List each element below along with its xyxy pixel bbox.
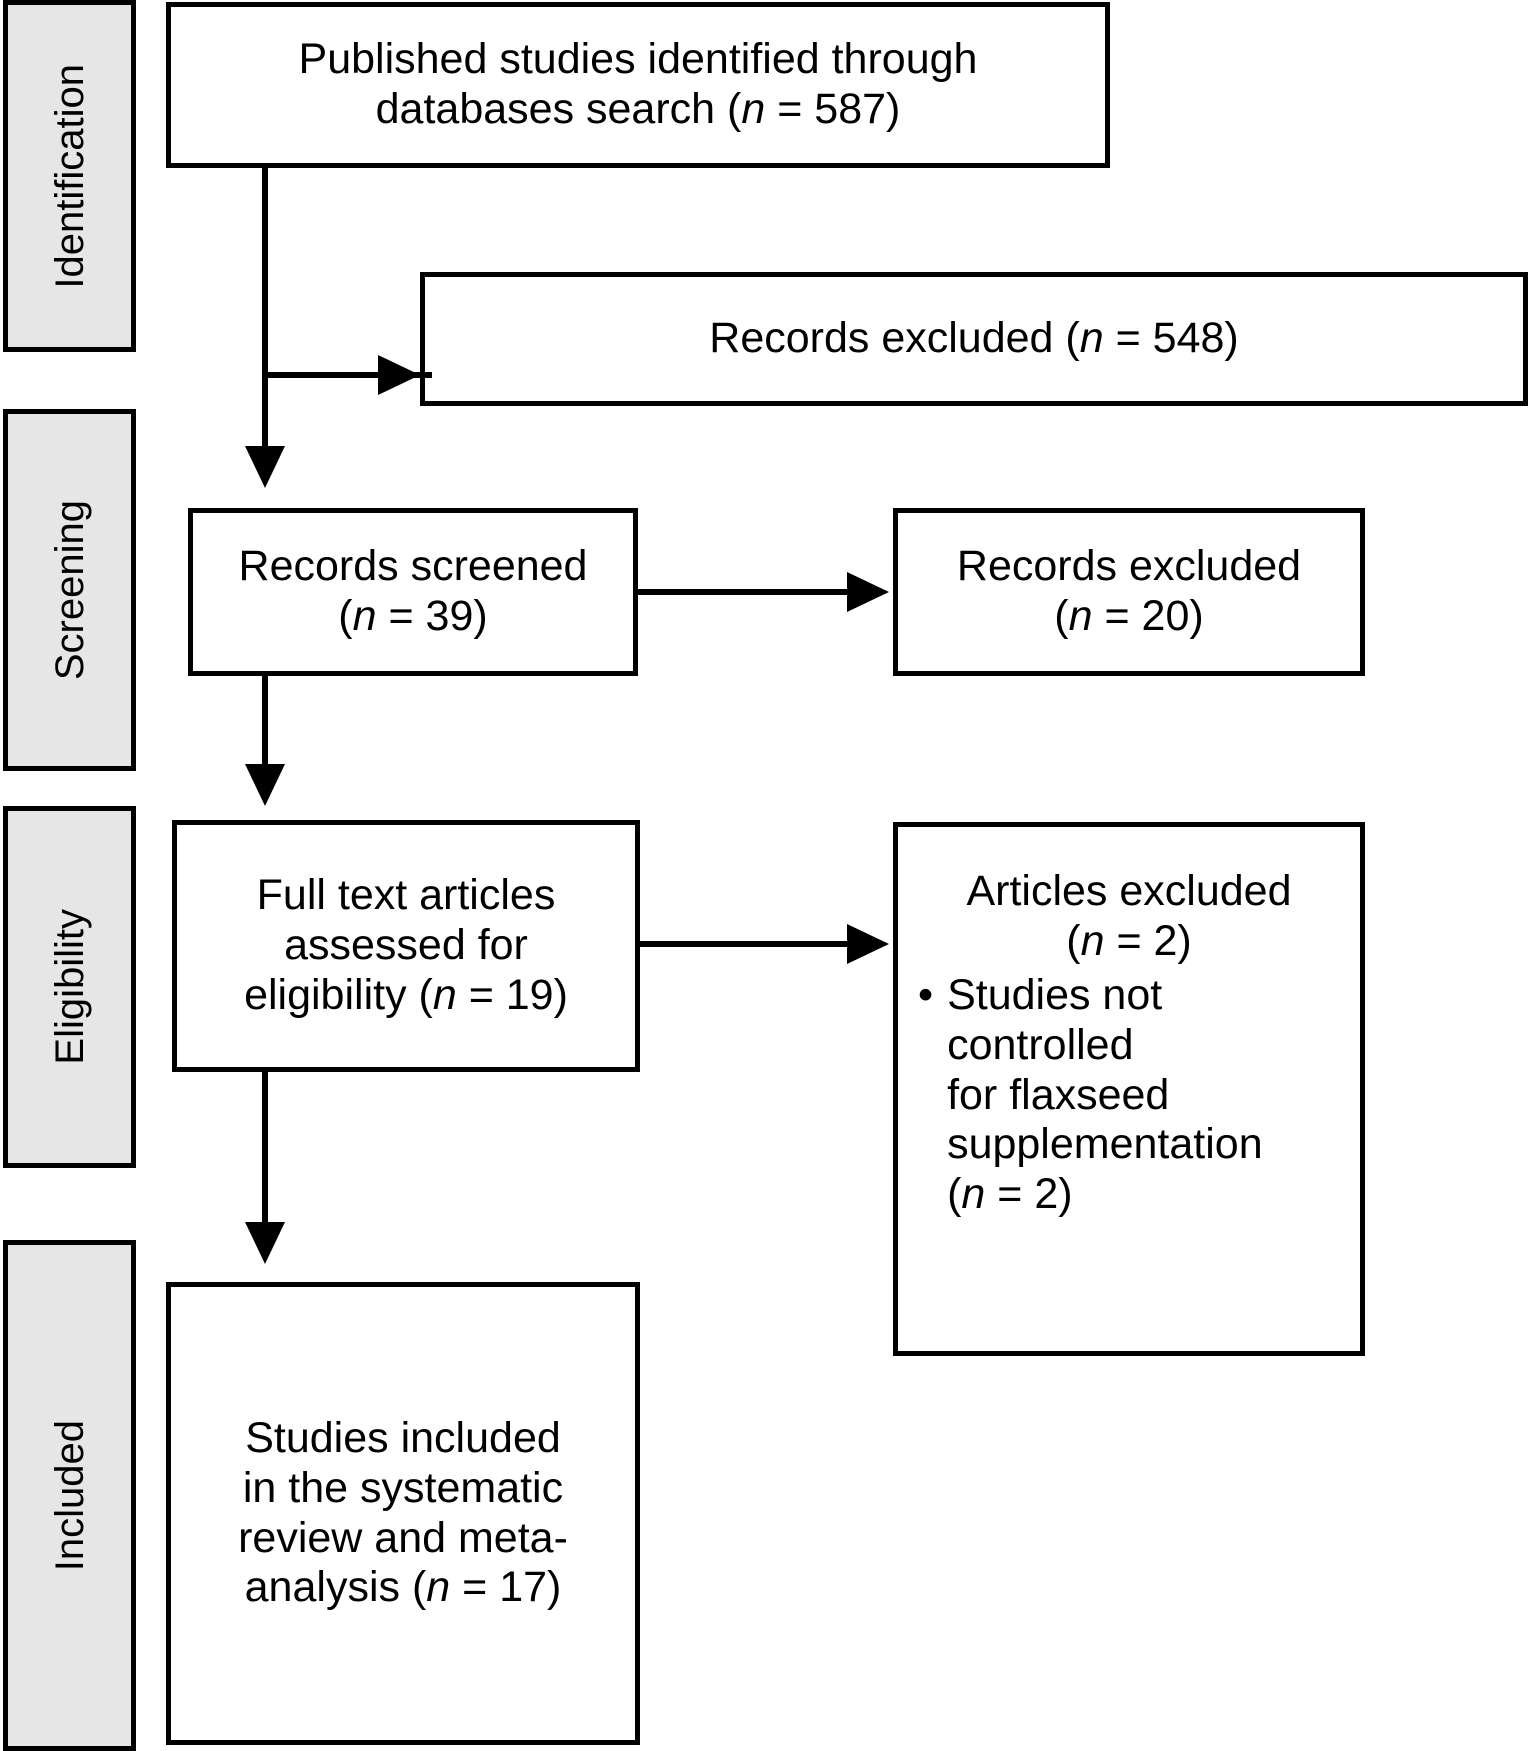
connector-screened-to-fulltext-line bbox=[262, 676, 268, 786]
node-studies-included-text: Studies included in the systematic revie… bbox=[181, 1414, 625, 1614]
connector-identified-to-excluded-1-line bbox=[262, 372, 432, 378]
bullet-line-5: (n = 2) bbox=[947, 1170, 1073, 1219]
bullet-dot-icon: • bbox=[918, 970, 934, 1019]
arrow-right-icon-to-excluded-1 bbox=[378, 355, 420, 395]
stage-label-included: Included bbox=[3, 1240, 136, 1751]
node-records-screened-line-1: Records screened bbox=[238, 542, 588, 591]
node-full-text-assessed: Full text articles assessed for eligibil… bbox=[172, 820, 640, 1072]
stage-label-eligibility-text: Eligibility bbox=[47, 909, 92, 1065]
stage-label-screening: Screening bbox=[3, 409, 136, 771]
arrow-down-icon-to-included bbox=[245, 1222, 285, 1264]
node-records-excluded-screening-text: Records excluded (n = 20) bbox=[908, 542, 1350, 642]
stage-label-included-text: Included bbox=[47, 1419, 92, 1572]
node-records-screened: Records screened (n = 39) bbox=[188, 508, 638, 676]
node-studies-included-line-1: Studies included bbox=[245, 1413, 561, 1462]
stage-label-identification: Identification bbox=[3, 0, 136, 352]
node-records-excluded-screening: Records excluded (n = 20) bbox=[893, 508, 1365, 676]
node-articles-excluded-eligibility-heading-line-1: Articles excluded bbox=[966, 867, 1292, 915]
bullet-line-4: supplementation bbox=[947, 1120, 1263, 1169]
connector-screened-to-excluded-2-line bbox=[638, 589, 858, 595]
node-records-excluded-identification-line-1: Records excluded (n = 548) bbox=[709, 314, 1239, 363]
connector-fulltext-to-included-line bbox=[262, 1072, 268, 1240]
node-full-text-assessed-text: Full text articles assessed for eligibil… bbox=[187, 871, 625, 1021]
node-articles-excluded-eligibility-bullet-item: • Studies not controlled for flaxseed su… bbox=[908, 971, 1350, 1220]
arrow-right-icon-to-excluded-3 bbox=[847, 924, 889, 964]
node-records-identified-text: Published studies identified through dat… bbox=[181, 35, 1095, 135]
node-full-text-assessed-line-3: eligibility (n = 19) bbox=[244, 970, 568, 1019]
arrow-down-icon-to-screened bbox=[245, 446, 285, 488]
node-articles-excluded-eligibility: Articles excluded (n = 2) • Studies not … bbox=[893, 822, 1365, 1356]
node-records-excluded-identification-text: Records excluded (n = 548) bbox=[435, 314, 1513, 364]
node-full-text-assessed-line-1: Full text articles bbox=[256, 871, 556, 920]
node-studies-included-line-4: analysis (n = 17) bbox=[244, 1563, 562, 1612]
node-articles-excluded-eligibility-heading-line-2: (n = 2) bbox=[1066, 916, 1192, 965]
node-records-identified-line-1: Published studies identified through bbox=[298, 35, 978, 84]
node-records-identified-line-2: databases search (n = 587) bbox=[375, 85, 901, 133]
node-records-excluded-screening-line-1: Records excluded bbox=[956, 542, 1302, 591]
node-articles-excluded-eligibility-bullet-text: Studies not controlled for flaxseed supp… bbox=[947, 971, 1350, 1220]
node-records-screened-text: Records screened (n = 39) bbox=[203, 542, 623, 642]
connector-fulltext-to-excluded-3-line bbox=[640, 941, 858, 947]
stage-label-identification-text: Identification bbox=[47, 63, 92, 289]
arrow-right-icon-to-excluded-2 bbox=[847, 572, 889, 612]
node-articles-excluded-eligibility-text: Articles excluded (n = 2) • Studies not … bbox=[908, 867, 1350, 1220]
arrow-down-icon-to-fulltext bbox=[245, 764, 285, 806]
stage-label-eligibility: Eligibility bbox=[3, 806, 136, 1168]
node-records-excluded-identification: Records excluded (n = 548) bbox=[420, 272, 1528, 406]
stage-label-screening-text: Screening bbox=[47, 499, 92, 681]
bullet-line-3: for flaxseed bbox=[947, 1070, 1170, 1119]
node-studies-included-line-2: in the systematic bbox=[242, 1463, 564, 1512]
node-studies-included: Studies included in the systematic revie… bbox=[166, 1282, 640, 1745]
connector-identified-to-screened-line bbox=[262, 168, 268, 468]
bullet-line-1: Studies not bbox=[947, 970, 1163, 1019]
bullet-line-2: controlled bbox=[947, 1020, 1134, 1069]
node-records-identified: Published studies identified through dat… bbox=[166, 2, 1110, 168]
node-studies-included-line-3: review and meta- bbox=[238, 1513, 568, 1562]
node-records-excluded-screening-line-2: (n = 20) bbox=[1054, 592, 1204, 640]
node-records-screened-line-2: (n = 39) bbox=[338, 592, 488, 640]
node-full-text-assessed-line-2: assessed for bbox=[284, 921, 528, 970]
